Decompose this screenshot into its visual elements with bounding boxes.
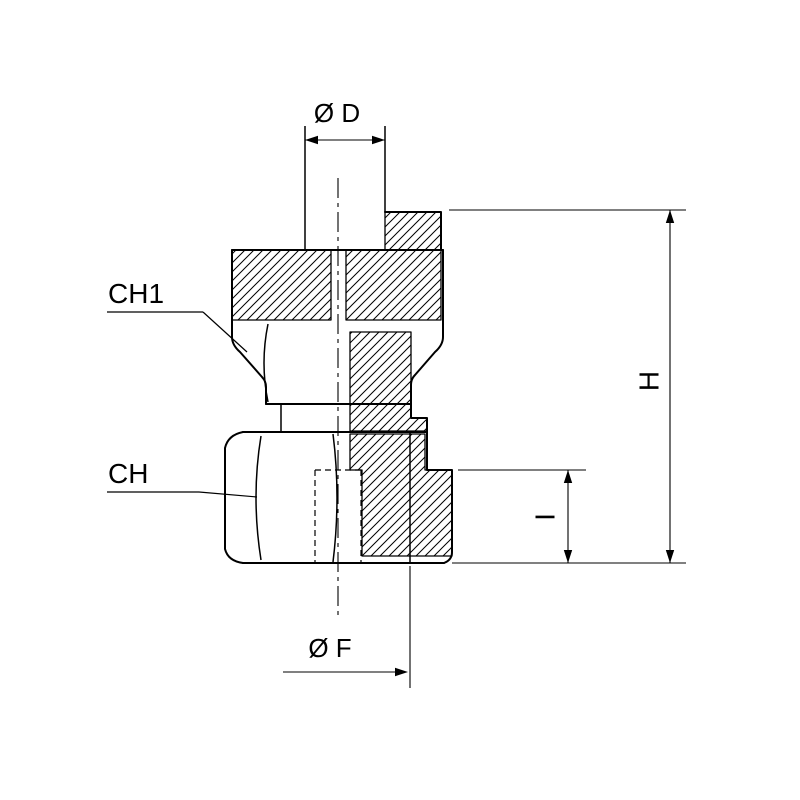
dim-i-arrow-bottom-icon [563, 550, 573, 563]
callout-ch-label: CH [108, 458, 148, 489]
dim-d-arrow-left-icon [305, 135, 318, 145]
callout-ch: CH [107, 458, 258, 498]
dim-d-label: Ø D [314, 98, 360, 128]
hidden-bore-lines [314, 469, 362, 563]
body-step-right [410, 403, 428, 432]
hatch-region-upper-left [231, 249, 332, 321]
lower-body-right-side [426, 430, 453, 564]
dimension-h: H [449, 209, 686, 564]
upper-nut-right-side [410, 249, 444, 405]
callout-ch1-leader [202, 311, 248, 353]
dim-d-arrow-right-icon [372, 135, 385, 145]
fitting-outline [224, 126, 453, 564]
callout-ch1: CH1 [107, 278, 248, 353]
dimension-d: Ø D [305, 98, 385, 145]
dim-f-arrow-icon [395, 667, 408, 677]
body-top-collar [384, 211, 442, 251]
lower-nut-facet-line-right [332, 433, 338, 563]
callout-ch-leader [198, 491, 258, 498]
dimension-f: Ø F [283, 566, 411, 688]
callout-ch1-label: CH1 [108, 278, 164, 309]
hatched-sections [231, 211, 453, 557]
lower-nut-left-side [224, 431, 244, 564]
dim-h-arrow-top-icon [665, 210, 675, 223]
dim-f-label: Ø F [308, 633, 351, 663]
dimension-i: I [458, 469, 586, 563]
dim-h-label: H [633, 371, 664, 391]
dim-i-label: I [529, 513, 560, 521]
dim-h-arrow-bottom-icon [665, 550, 675, 563]
hatch-region-upper-right [345, 249, 442, 321]
upper-nut-facet-line [263, 323, 269, 403]
hatch-region-top-collar [384, 211, 442, 251]
dim-i-arrow-top-icon [563, 470, 573, 483]
